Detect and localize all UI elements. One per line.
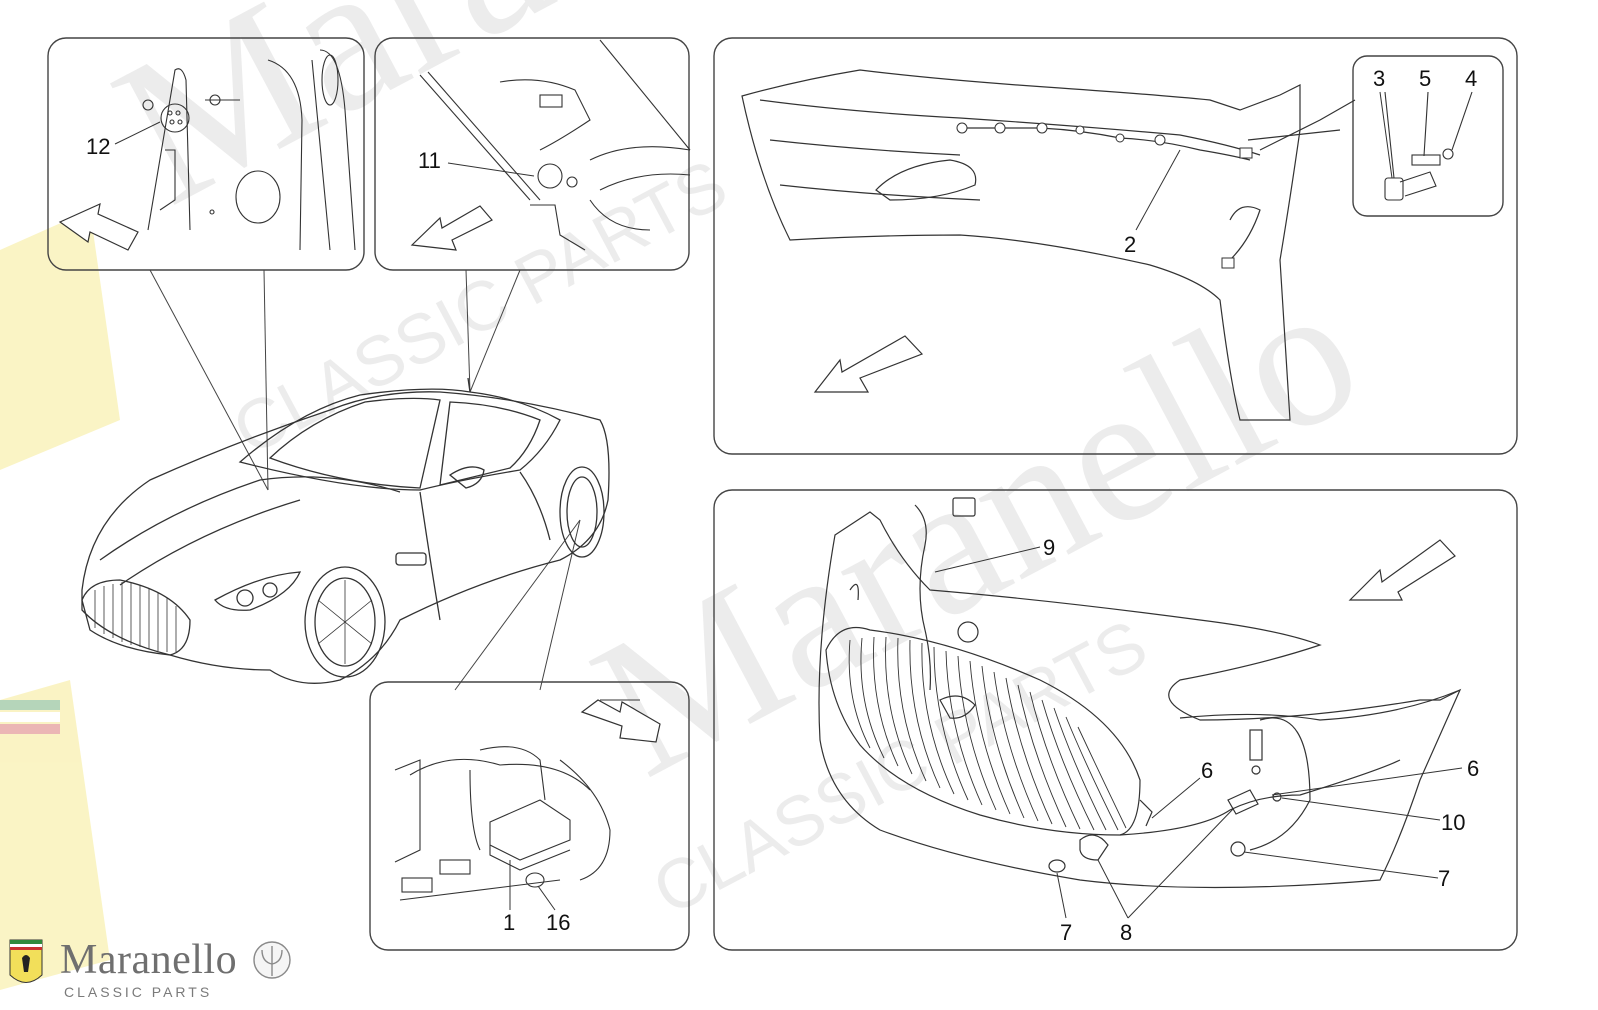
direction-arrow-icon <box>58 202 139 251</box>
panel-leader-lines <box>149 269 581 691</box>
brand-logo: Maranello CLASSIC PARTS <box>8 934 308 1004</box>
brand-subtitle: CLASSIC PARTS <box>64 984 213 1000</box>
panel-detail-12 <box>47 37 365 271</box>
callout-6-left: 6 <box>1201 758 1214 783</box>
panel-rear-bumper <box>713 37 1518 455</box>
callout-7-right: 7 <box>1438 866 1451 891</box>
callout-8: 8 <box>1120 920 1133 945</box>
panel-detail-11 <box>374 37 690 271</box>
callout-2: 2 <box>1124 232 1137 257</box>
maserati-trident-icon <box>253 941 291 979</box>
direction-arrow-icon <box>1348 539 1456 601</box>
panel-detail-1-16 <box>369 681 690 951</box>
front-leader-lines <box>934 546 1463 919</box>
brand-name: Maranello <box>60 937 238 983</box>
rear-bumper-drawing <box>741 69 1356 421</box>
direction-arrow-icon <box>410 205 493 251</box>
direction-arrow-icon <box>580 699 661 743</box>
direction-arrow-icon <box>813 335 924 393</box>
rear-harness-connectors <box>956 122 1253 269</box>
panel-1-16-leaders <box>509 860 556 911</box>
panel-front-bumper <box>713 489 1518 951</box>
panel-11-drawing <box>419 39 691 251</box>
callout-3: 3 <box>1373 66 1386 91</box>
callout-12: 12 <box>86 134 111 159</box>
car-illustration <box>81 377 610 684</box>
ferrari-logo-icon <box>9 939 43 983</box>
callout-10: 10 <box>1441 810 1466 835</box>
panel-12-drawing <box>142 49 356 251</box>
ferrari-emblem-left <box>0 210 120 990</box>
inset-detail-3-5-4 <box>1352 55 1504 217</box>
callout-1: 1 <box>503 910 516 935</box>
panel-1-16-drawing <box>394 699 640 901</box>
callout-11: 11 <box>418 148 441 173</box>
sensor-inset-drawing <box>1384 91 1473 201</box>
callout-7-left: 7 <box>1060 920 1073 945</box>
callout-16: 16 <box>546 910 571 935</box>
front-bumper-drawing <box>818 497 1462 889</box>
callout-5: 5 <box>1419 66 1432 91</box>
callout-6-right: 6 <box>1467 756 1480 781</box>
callout-4: 4 <box>1465 66 1478 91</box>
inset-leaders <box>1379 91 1393 179</box>
callout-9: 9 <box>1043 535 1056 560</box>
